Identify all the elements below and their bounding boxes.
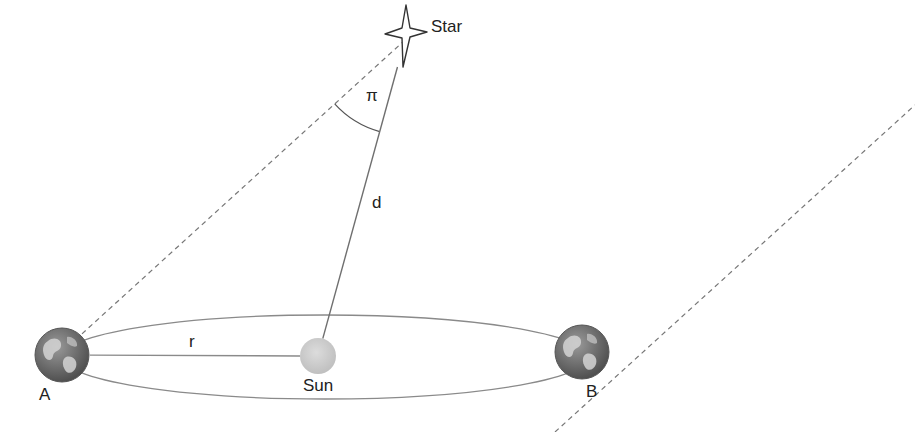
angle-label: π: [364, 86, 380, 106]
node-label: Star: [431, 17, 462, 37]
sight-line-dashed: [62, 30, 416, 352]
star-symbol: Star: [385, 5, 427, 67]
radius-line: [90, 354, 300, 356]
orbit-ellipse: [62, 315, 588, 399]
edge-label: r: [187, 332, 197, 352]
node-label: B: [586, 382, 597, 402]
earth-disc: [555, 325, 609, 379]
parallax-angle-arc: [335, 104, 380, 132]
sun-circle-outline: [300, 338, 336, 374]
distance-line: [323, 67, 398, 339]
sun-disc: [300, 338, 336, 374]
earth-globe: A: [34, 327, 90, 383]
continent-shape: [67, 337, 77, 347]
sun-circle: Sun: [300, 338, 336, 374]
star-shape: [385, 5, 427, 67]
earth-globe-outline: [34, 327, 90, 383]
edge-label: d: [370, 193, 383, 213]
sight-line-dashed: [555, 105, 915, 432]
earth-globe: B: [554, 324, 610, 380]
node-label: Sun: [280, 376, 356, 396]
star-symbol-outline: [385, 5, 427, 67]
node-label: A: [39, 385, 50, 405]
earth-disc: [35, 328, 89, 382]
continent-shape: [563, 336, 581, 358]
continent-shape: [43, 339, 61, 361]
continent-shape: [587, 334, 597, 344]
continent-shape: [583, 354, 597, 370]
continent-shape: [63, 357, 77, 373]
earth-globe-outline: [554, 324, 610, 380]
